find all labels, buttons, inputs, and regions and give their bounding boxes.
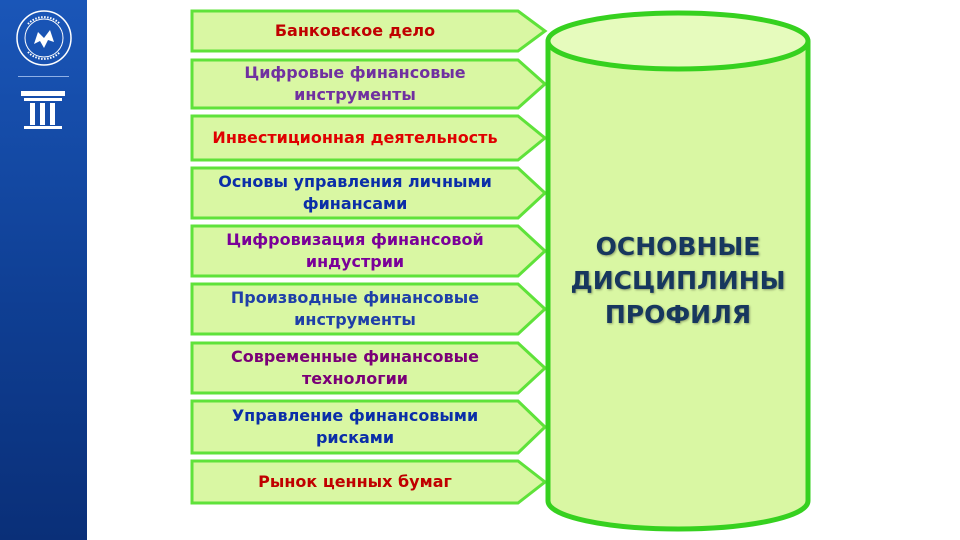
cylinder-title-line: ОСНОВНЫЕ (595, 232, 761, 261)
cylinder-title-line: ДИСЦИПЛИНЫ (570, 266, 786, 295)
discipline-item: Основы управления личными финансами (190, 166, 548, 220)
arrow-box-shape (190, 114, 548, 162)
discipline-item: Производные финансовые инструменты (190, 282, 548, 336)
cylinder-title: ОСНОВНЫЕ ДИСЦИПЛИНЫ ПРОФИЛЯ (556, 230, 800, 332)
discipline-label: Банковское дело (274, 21, 436, 40)
discipline-item: Современные финансовые технологии (190, 341, 548, 395)
arrow-box-shape (190, 341, 548, 395)
discipline-item: Инвестиционная деятельность (190, 114, 548, 162)
sidebar-divider (18, 76, 69, 77)
discipline-label: Цифровые финансовые инструменты (244, 63, 466, 104)
discipline-item: Цифровые финансовые инструменты (190, 58, 548, 110)
discipline-label: Цифровизация финансовой индустрии (226, 230, 484, 271)
arrow-box-shape (190, 58, 548, 110)
discipline-item: Рынок ценных бумаг (190, 459, 548, 505)
discipline-item: Цифровизация финансовой индустрии (190, 224, 548, 278)
discipline-label: Инвестиционная деятельность (212, 128, 498, 147)
arrow-box-shape (190, 224, 548, 278)
discipline-item: Банковское дело (190, 9, 548, 53)
arrow-box-shape (190, 282, 548, 336)
arrow-box-shape (190, 459, 548, 505)
discipline-label: Основы управления личными финансами (218, 172, 492, 213)
discipline-label: Современные финансовые технологии (230, 347, 479, 388)
arrow-box-shape (190, 166, 548, 220)
cylinder-shape (545, 10, 811, 532)
discipline-label: Управление финансовыми рисками (231, 406, 479, 447)
university-seal-icon (16, 10, 72, 66)
arrow-box-shape (190, 9, 548, 53)
column-icon (21, 91, 65, 129)
discipline-label: Рынок ценных бумаг (258, 472, 452, 491)
arrow-box-shape (190, 399, 548, 455)
discipline-item: Управление финансовыми рисками (190, 399, 548, 455)
sidebar (0, 0, 87, 540)
cylinder-title-line: ПРОФИЛЯ (604, 300, 752, 329)
discipline-label: Производные финансовые инструменты (230, 288, 480, 329)
